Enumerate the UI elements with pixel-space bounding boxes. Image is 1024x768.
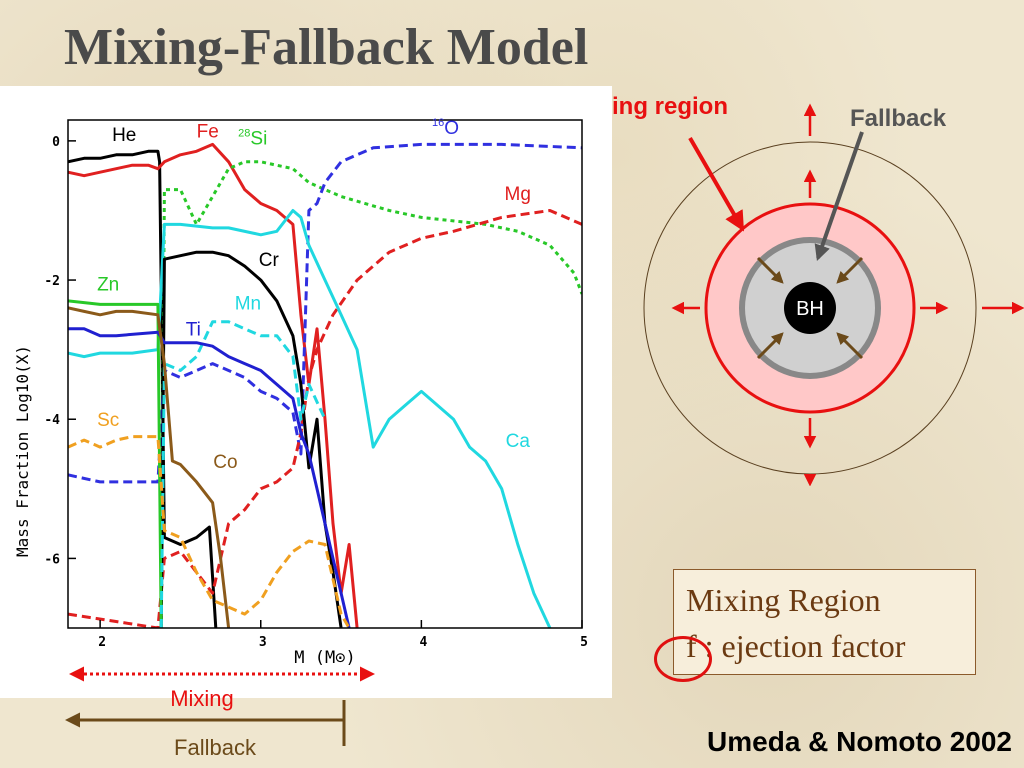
bottom-arrows: Mixing Fallback bbox=[65, 666, 375, 760]
x-tick-label: 2 bbox=[98, 635, 106, 650]
series-label-zn: Zn bbox=[97, 274, 119, 295]
series-line-mg bbox=[68, 209, 582, 628]
series-label-o: 16O bbox=[432, 117, 459, 139]
series-line-cr bbox=[159, 250, 343, 628]
bh-label: BH bbox=[796, 298, 824, 320]
info-mixing-region: Mixing Region bbox=[686, 582, 881, 618]
series-line-mn bbox=[159, 320, 327, 628]
mixing-region-pointer bbox=[688, 136, 745, 232]
x-tick-label: 5 bbox=[580, 635, 588, 650]
series-label-si: 28Si bbox=[238, 127, 267, 149]
fallback-arrow-ne bbox=[836, 256, 864, 284]
y-tick-label: -2 bbox=[44, 274, 60, 289]
citation: Umeda & Nomoto 2002 bbox=[707, 726, 1012, 757]
fallback-arrows bbox=[756, 256, 864, 360]
x-tick-label: 4 bbox=[419, 635, 427, 650]
series-label-cr: Cr bbox=[259, 250, 280, 271]
y-tick-label: -4 bbox=[44, 413, 60, 428]
series-line-ca bbox=[68, 209, 552, 628]
series-label-sc: Sc bbox=[97, 410, 119, 431]
series-line-28si bbox=[159, 160, 582, 628]
x-tick-label: 3 bbox=[259, 635, 267, 650]
series-line-fe bbox=[68, 142, 359, 628]
tick-layer: 2 3 4 5 0 -2 -4 -6 bbox=[44, 135, 588, 650]
mixing-region-label: Mixing region bbox=[612, 93, 728, 120]
info-ejection-factor: f : ejection factor bbox=[686, 628, 905, 665]
series-label-ca: Ca bbox=[506, 431, 531, 452]
ejection-arrows bbox=[671, 103, 1024, 486]
series-label-he: He bbox=[112, 125, 136, 146]
series-label-ti: Ti bbox=[186, 320, 201, 341]
x-axis-label: M (M⊙) bbox=[294, 648, 355, 668]
fallback-pointer bbox=[814, 131, 864, 262]
series-line-ti bbox=[68, 327, 351, 628]
series-label-mg: Mg bbox=[505, 184, 531, 205]
ejection-factor-text: : ejection factor bbox=[696, 628, 906, 664]
fallback-label: Fallback bbox=[174, 735, 257, 760]
slide-title: Mixing-Fallback Model bbox=[64, 19, 589, 76]
series-line-zn bbox=[68, 299, 163, 628]
series-label-mn: Mn bbox=[235, 293, 261, 314]
mixing-fallback-diagram: BH Mixing region Fallback bbox=[612, 93, 1024, 486]
series-line-he bbox=[68, 149, 218, 628]
series-layer bbox=[68, 142, 582, 628]
series-line-sc bbox=[68, 435, 351, 628]
fallback-diagram-label: Fallback bbox=[850, 105, 947, 132]
fallback-arrow-se bbox=[836, 332, 864, 360]
f-highlight-circle bbox=[654, 636, 712, 682]
black-hole-circle bbox=[784, 282, 836, 334]
series-label-fe: Fe bbox=[197, 121, 219, 142]
plot-frame bbox=[67, 119, 583, 629]
fallback-arrow-nw bbox=[756, 256, 784, 284]
series-label-co: Co bbox=[213, 452, 237, 473]
mixing-label: Mixing bbox=[170, 686, 234, 711]
series-line-co bbox=[68, 306, 231, 628]
y-tick-label: -6 bbox=[44, 552, 60, 567]
y-tick-label: 0 bbox=[52, 135, 60, 150]
info-box: Mixing Region f : ejection factor bbox=[654, 569, 976, 682]
y-axis-label: Mass Fraction Log10(X) bbox=[13, 345, 32, 557]
fallback-arrow-sw bbox=[756, 332, 784, 360]
